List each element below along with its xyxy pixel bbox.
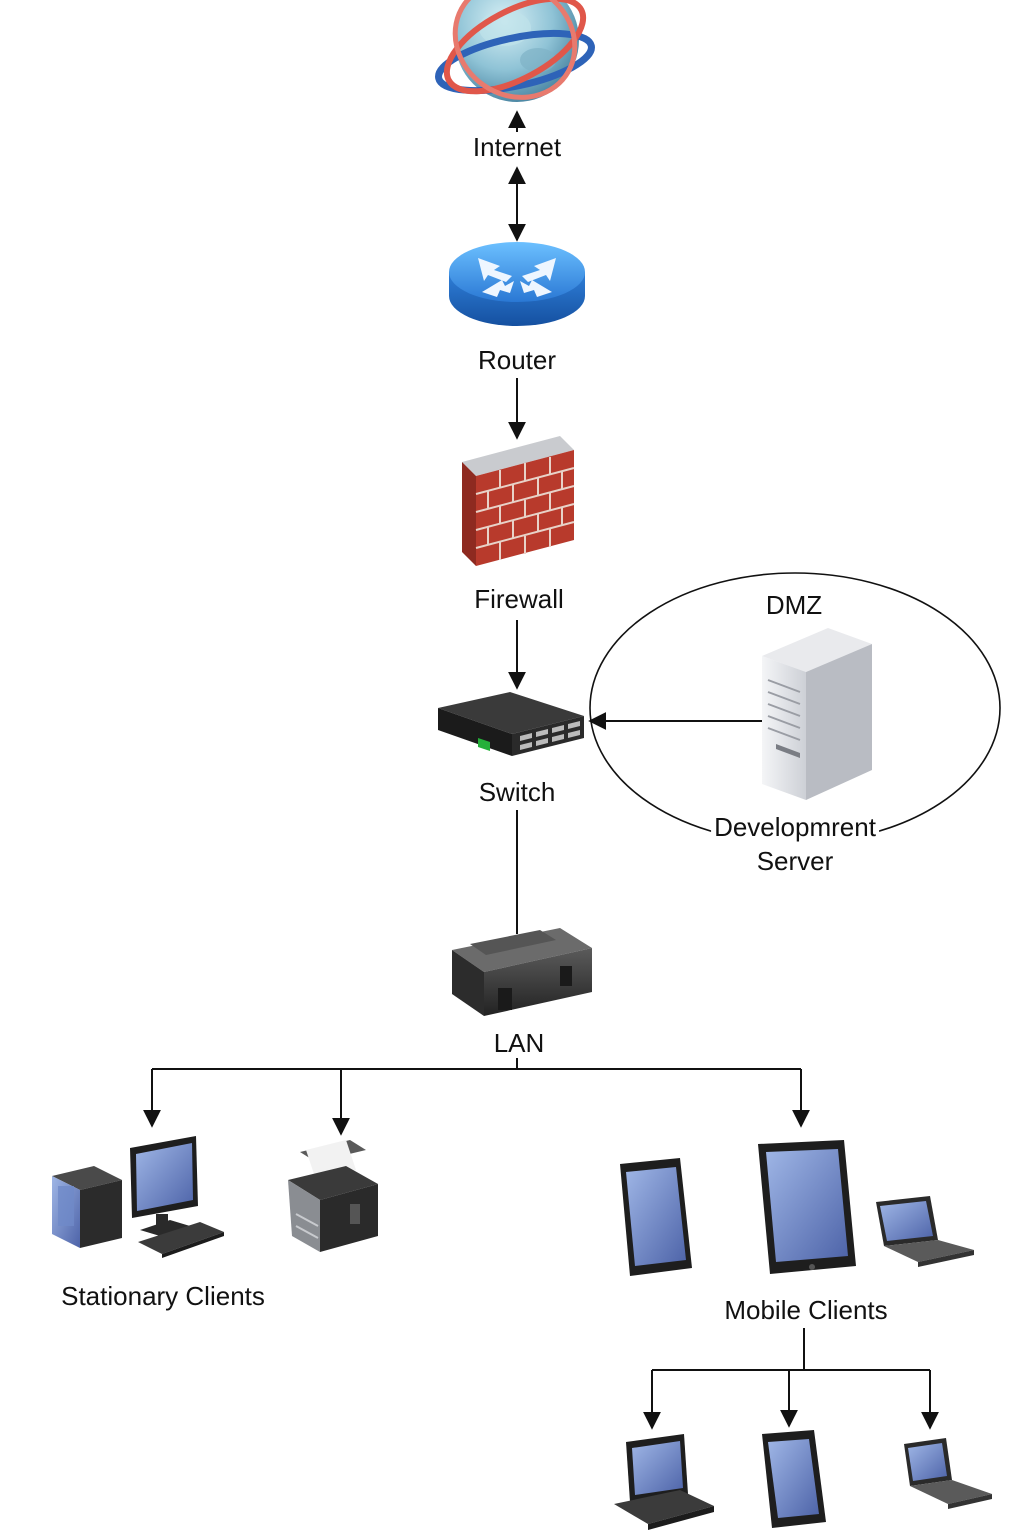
label-router: Router xyxy=(474,345,560,375)
lan-hub-icon xyxy=(452,928,592,1016)
firewall-icon xyxy=(462,436,575,566)
connectors xyxy=(143,110,939,1430)
laptop-small-icon xyxy=(904,1438,992,1509)
desktop-terminal-icon xyxy=(614,1434,714,1530)
label-mobile-clients: Mobile Clients xyxy=(721,1295,891,1325)
tablet-small-icon xyxy=(762,1430,826,1528)
label-firewall: Firewall xyxy=(471,584,567,614)
desktop-computer-icon xyxy=(52,1136,224,1258)
label-switch: Switch xyxy=(475,777,559,807)
label-development-server: Developmrent Server xyxy=(711,812,879,876)
label-development-server-line1: Developmrent xyxy=(714,812,876,842)
label-lan: LAN xyxy=(490,1028,548,1058)
switch-icon xyxy=(438,692,584,756)
server-tower-icon xyxy=(762,628,872,800)
label-internet: Internet xyxy=(469,132,565,162)
printer-icon xyxy=(288,1140,378,1252)
label-development-server-line2: Server xyxy=(756,846,834,876)
globe-icon xyxy=(435,0,595,102)
label-stationary-clients: Stationary Clients xyxy=(58,1281,268,1311)
tablet-icon xyxy=(620,1158,692,1276)
laptop-icon xyxy=(876,1196,974,1267)
router-icon xyxy=(449,242,585,326)
tablet-large-icon xyxy=(758,1140,856,1274)
label-dmz: DMZ xyxy=(762,590,826,620)
